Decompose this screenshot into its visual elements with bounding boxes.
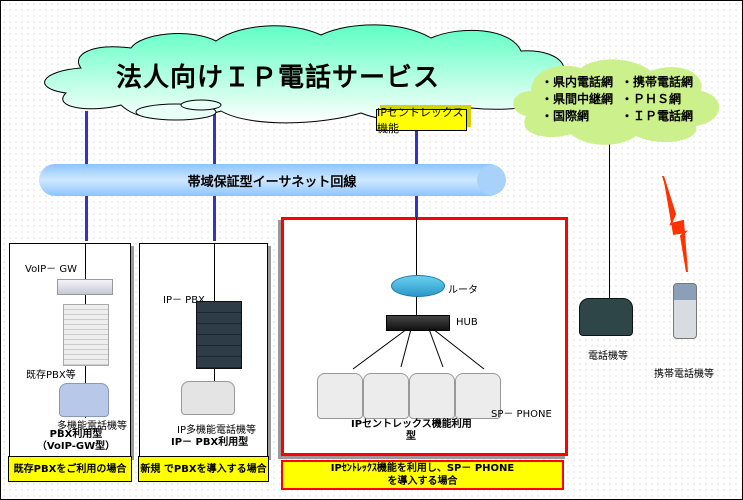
centrex-type-line1: IPセントレックス機能利用 <box>351 419 472 430</box>
existing-pbx-label: 既存PBX等 <box>26 366 76 381</box>
pbx-phone-label: 多機能電話機等 <box>57 421 127 432</box>
sp-phone-label: SP－ PHONE <box>491 409 552 420</box>
sp-phone-icon <box>409 373 455 419</box>
network-item: ・県間中継網 <box>541 92 614 106</box>
case-ip-centrex-line1: IPｾﾝﾄﾚｯｸｽ機能を利用し、SP－ PHONE <box>330 463 515 474</box>
pbx-type-line1: PBX利用型 <box>49 429 103 440</box>
ethernet-line-label: 帯域保証型イーサネット回線 <box>187 174 357 190</box>
wireless-signal-icon <box>662 176 688 273</box>
case-ip-centrex: IPｾﾝﾄﾚｯｸｽ機能を利用し、SP－ PHONE を導入する場合 <box>281 460 564 490</box>
sp-phone-icon <box>455 373 501 419</box>
ip-pbx-type-label: IP－ PBX利用型 <box>171 437 249 448</box>
network-item: ・県内電話網 <box>541 75 614 89</box>
hub-label: HUB <box>456 317 478 328</box>
voip-gw-label: VoIP－ GW <box>25 260 77 275</box>
case-existing-pbx: 既存PBXをご利用の場合 <box>8 456 132 482</box>
centrex-link <box>416 217 417 317</box>
public-network-list: ・県内電話網 ・携帯電話網 ・県間中継網 ・ＰＨＳ網 ・国際網 ・ＩＰ電話網 <box>541 74 711 125</box>
case-ip-centrex-line2: を導入する場合 <box>387 476 458 487</box>
pbx-cabinet-icon <box>63 304 109 366</box>
pbx-type-line2: （VoIP-GW型） <box>36 441 116 452</box>
network-item: ・国際網 <box>541 109 590 123</box>
centrex-type-label: IPセントレックス機能利用 型 <box>351 419 472 443</box>
public-network-cloud <box>513 59 720 145</box>
ip-pbx-label: IP－ PBX <box>163 291 205 306</box>
sp-phone-icon <box>363 373 409 419</box>
voip-gw-device-icon <box>57 279 113 295</box>
sp-phone-icon <box>317 373 363 419</box>
mobile-phone-icon <box>673 283 697 339</box>
mobile-phone-label: 携帯電話機等 <box>654 369 714 380</box>
pipe-end-cap <box>477 165 506 195</box>
desk-phone-label: 電話機等 <box>588 351 628 362</box>
case-new-pbx-label: 新規 でPBXを導入する場合 <box>140 463 267 475</box>
multifunction-phone-icon <box>59 383 109 417</box>
centrex-type-line2: 型 <box>406 431 416 442</box>
network-item: ・携帯電話網 <box>621 75 694 89</box>
network-item: ・ＰＨＳ網 <box>621 92 682 106</box>
link-public-phone <box>609 141 610 301</box>
ip-centrex-label: IPセントレックス機能 <box>377 106 464 135</box>
ip-pbx-rack-icon <box>196 301 242 369</box>
pbx-type-label: PBX利用型 （VoIP-GW型） <box>31 429 121 453</box>
hub-icon <box>386 315 450 331</box>
hub-phone-links <box>352 328 485 370</box>
ip-phone-label: IP多機能電話機等 <box>177 425 256 436</box>
network-item: ・ＩＰ電話網 <box>621 109 694 123</box>
ip-centrex-box: IPセントレックス機能 <box>376 106 467 135</box>
cloud-title: 法人向けＩＰ電話サービス <box>116 63 441 93</box>
desk-phone-icon <box>579 298 633 336</box>
router-label: ルータ <box>448 285 478 296</box>
ip-multifunction-phone-icon <box>181 381 235 415</box>
router-icon <box>391 275 445 297</box>
ethernet-line-pipe: 帯域保証型イーサネット回線 <box>39 164 505 196</box>
case-new-pbx: 新規 でPBXを導入する場合 <box>138 456 269 482</box>
case-existing-pbx-label: 既存PBXをご利用の場合 <box>13 463 127 475</box>
